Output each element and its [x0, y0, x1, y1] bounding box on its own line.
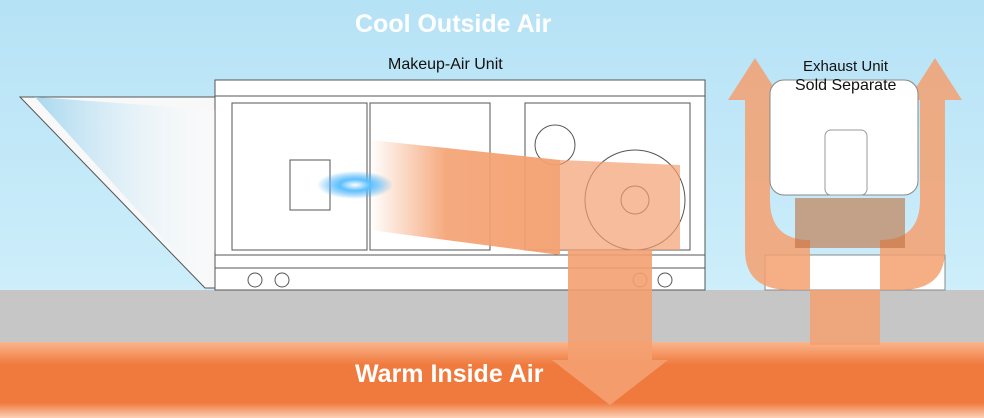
- exhaust-unit-label: Exhaust Unit: [803, 58, 889, 75]
- inside-warm-zone: [0, 342, 984, 418]
- cool-outside-air-label: Cool Outside Air: [355, 10, 552, 38]
- supply-air-arrow: [552, 250, 668, 405]
- heated-air-flow: [370, 140, 560, 255]
- burner-flame: [317, 171, 393, 199]
- exhaust-unit: [728, 58, 962, 345]
- sold-separate-label: Sold Separate: [795, 77, 897, 94]
- warm-inside-air-label: Warm Inside Air: [355, 360, 544, 388]
- makeup-air-unit-label: Makeup-Air Unit: [388, 56, 503, 73]
- cool-air-flow: [35, 97, 215, 285]
